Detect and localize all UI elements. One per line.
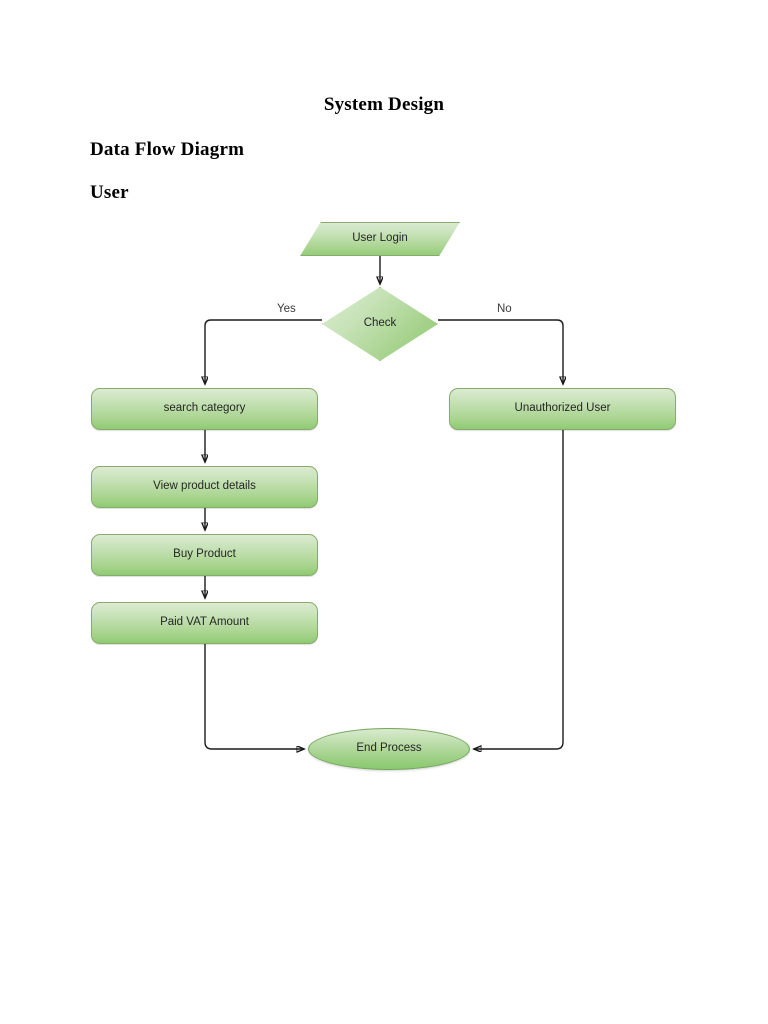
node-label-paid-vat-amount: Paid VAT Amount bbox=[160, 616, 249, 629]
node-label-unauthorized-user: Unauthorized User bbox=[514, 402, 611, 415]
node-label-end-process: End Process bbox=[356, 742, 422, 755]
edge-unauthorized-to-end bbox=[474, 430, 564, 749]
node-label-buy-product: Buy Product bbox=[173, 548, 236, 561]
node-unauthorized-user[interactable]: Unauthorized User bbox=[449, 388, 676, 430]
edge-label-yes: Yes bbox=[277, 303, 296, 315]
edge-check-yes bbox=[205, 319, 322, 384]
node-view-product-details[interactable]: View product details bbox=[91, 466, 318, 508]
section-heading-dfd: Data Flow Diagrm bbox=[90, 139, 245, 160]
edge-label-no: No bbox=[497, 303, 512, 315]
parallelogram-shape bbox=[300, 222, 460, 256]
node-search-category[interactable]: search category bbox=[91, 388, 318, 430]
page-title: System Design bbox=[323, 94, 445, 115]
node-check[interactable]: Check bbox=[322, 287, 438, 361]
edge-vat-to-end bbox=[204, 644, 304, 749]
edge-check-no bbox=[438, 319, 563, 384]
section-heading-user: User bbox=[90, 182, 129, 203]
node-label-view-product-details: View product details bbox=[153, 480, 256, 493]
node-user-login[interactable]: User Login bbox=[300, 222, 460, 256]
diamond-shape bbox=[322, 287, 438, 361]
node-buy-product[interactable]: Buy Product bbox=[91, 534, 318, 576]
node-end-process[interactable]: End Process bbox=[308, 728, 470, 770]
node-label-search-category: search category bbox=[163, 402, 246, 415]
node-paid-vat-amount[interactable]: Paid VAT Amount bbox=[91, 602, 318, 644]
